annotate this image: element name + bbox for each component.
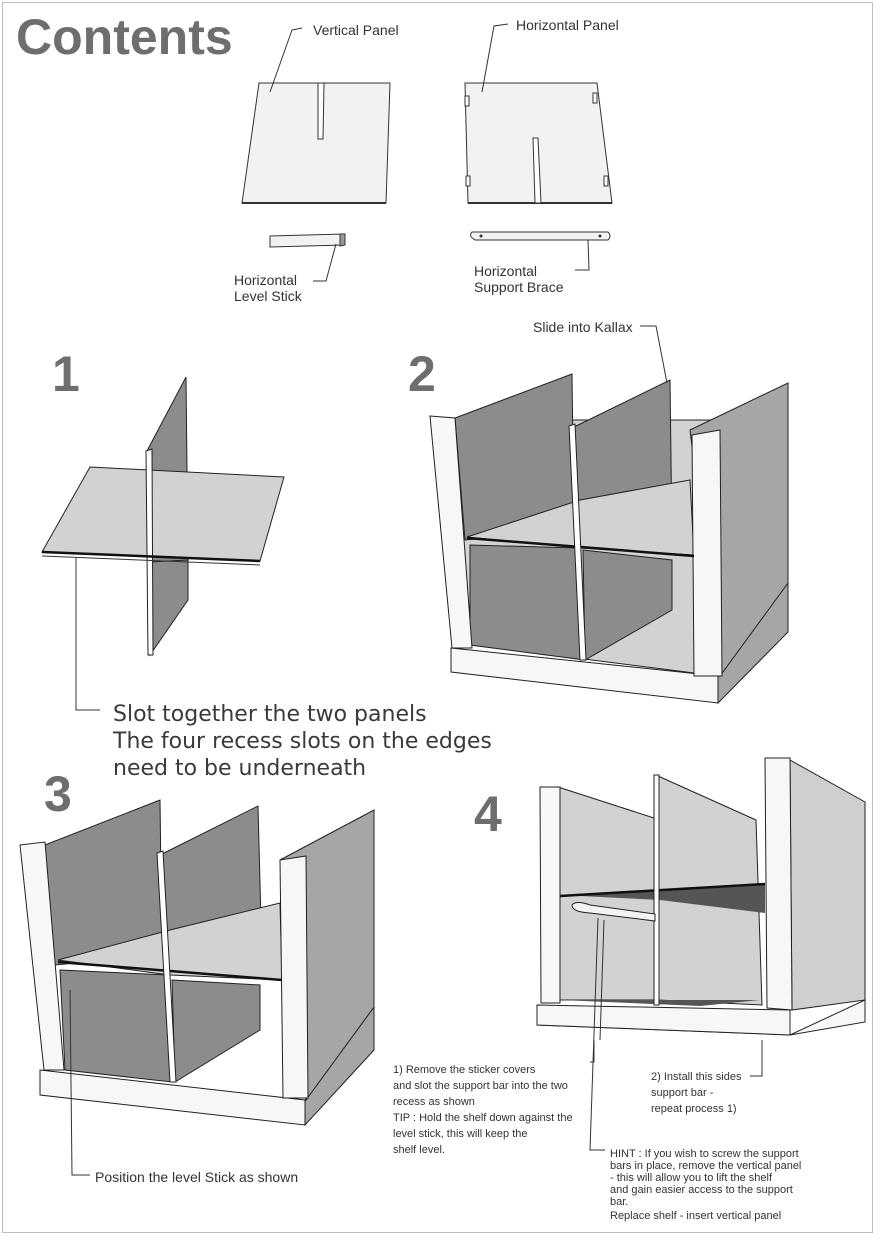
step4-note-a-line5: level stick, this will keep the [393, 1128, 528, 1140]
step1-note-line2: The four recess slots on the edges [113, 729, 492, 754]
step-3-number: 3 [44, 766, 72, 822]
step4-note-a-line2: and slot the support bar into the two [393, 1080, 568, 1092]
level-stick-label-line1: Horizontal [234, 272, 298, 288]
vertical-panel-label: Vertical Panel [313, 22, 399, 38]
step2-drawing [429, 325, 789, 705]
step4-note-a-line6: shelf level. [393, 1144, 445, 1156]
level-stick-label-line2: Level Stick [234, 288, 302, 304]
vertical-panel-drawing [241, 27, 391, 204]
step4-note-a-line3: recess as shown [393, 1096, 475, 1108]
level-stick-drawing [269, 233, 346, 282]
support-brace-drawing [470, 231, 611, 271]
step1-note-line3: need to be underneath [113, 756, 367, 781]
step2-note: Slide into Kallax [533, 319, 633, 335]
support-brace-label-line2: Support Brace [474, 279, 564, 295]
step4-hint-line4: and gain easier access to the support [610, 1184, 793, 1196]
page-title: Contents [16, 9, 233, 65]
step4-hint-line6: Replace shelf - insert vertical panel [610, 1210, 782, 1222]
step1-drawing [41, 376, 285, 711]
step-4-number: 4 [474, 786, 502, 842]
step-1-number: 1 [52, 346, 80, 402]
step4-note-b-line2: support bar - [651, 1087, 714, 1099]
step4-note-a-line1: 1) Remove the sticker covers [393, 1064, 536, 1076]
step4-hint-line1: HINT : If you wish to screw the support [610, 1148, 799, 1160]
step4-note-b-line1: 2) Install this sides [651, 1071, 742, 1083]
step4-hint-line2: bars in place, remove the vertical panel [610, 1160, 802, 1172]
horizontal-panel-label: Horizontal Panel [516, 17, 619, 33]
step3-drawing [19, 799, 375, 1176]
step4-drawing [536, 757, 866, 1151]
step4-hint-line3: - this will allow you to lift the shelf [610, 1172, 773, 1184]
step1-note-line1: Slot together the two panels [113, 702, 427, 727]
step4-note-b-line3: repeat process 1) [651, 1103, 737, 1115]
support-brace-label-line1: Horizontal [474, 263, 538, 279]
step4-hint-line5: bar. [610, 1196, 629, 1208]
step-2-number: 2 [408, 346, 436, 402]
horizontal-panel-drawing [464, 23, 613, 204]
step4-note-a-line4: TIP : Hold the shelf down against the [393, 1112, 573, 1124]
step3-note: Position the level Stick as shown [95, 1169, 299, 1185]
